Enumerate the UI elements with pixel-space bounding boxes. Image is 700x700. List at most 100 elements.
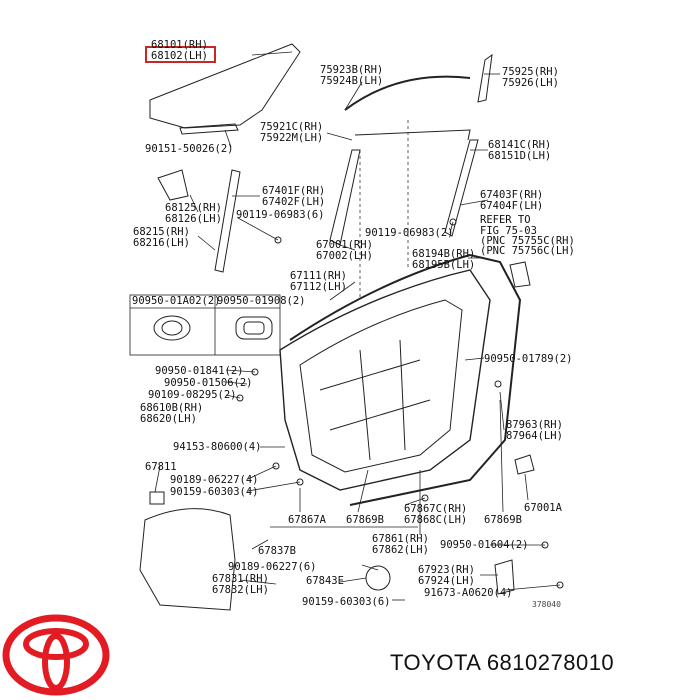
part-label: 68215(RH) [133, 226, 190, 238]
part-label: 90159-60303(4) [170, 486, 259, 498]
part-label: 87964(LH) [506, 430, 563, 442]
part-label: 94153-80600(4) [173, 441, 262, 453]
part-label: 75923B(RH) [320, 64, 383, 76]
part-label: 90950-01506(2) [164, 377, 253, 389]
clip-icon [243, 321, 265, 335]
part-label: 68195B(LH) [412, 259, 475, 271]
toyota-logo [2, 614, 110, 696]
part-label: 90109-08295(2) [148, 389, 237, 401]
refer-note: FIG 75-03 [480, 225, 537, 237]
bolt-icon [236, 394, 244, 402]
part-label: 68151D(LH) [488, 150, 551, 162]
part-label: 67837B [258, 545, 296, 557]
part-label: 67832(LH) [212, 584, 269, 596]
part-label: 67002(LH) [316, 250, 373, 262]
clip-icon [161, 320, 183, 336]
part-label: 90189-06227(4) [170, 474, 259, 486]
part-label: 67403F(RH) [480, 189, 543, 201]
part-label: 67811 [145, 461, 177, 473]
part-label: 68194B(RH) [412, 248, 475, 260]
run-channel-front [344, 75, 471, 111]
part-label: 91673-A0620(4) [424, 587, 513, 599]
brand-part-number: TOYOTA 6810278010 [390, 650, 615, 675]
reference-dashes [359, 120, 409, 300]
part-label: 67924(LH) [418, 575, 475, 587]
part-label: 67862(LH) [372, 544, 429, 556]
part-label: 90950-01604(2) [440, 539, 529, 551]
part-label: 90119-06983(6) [236, 209, 325, 221]
part-label-highlighted: 68102(LH) [151, 50, 208, 62]
bolt-icon [274, 236, 282, 244]
part-label: 67112(LH) [290, 281, 347, 293]
part-label: 67401F(RH) [262, 185, 325, 197]
part-label: 75922M(LH) [260, 132, 323, 144]
bolt-icon [272, 462, 280, 470]
bracket-part [509, 261, 531, 288]
part-label: 90119-06983(2) [365, 227, 454, 239]
part-label: 68620(LH) [140, 413, 197, 425]
glass-lower-channel [179, 123, 239, 135]
door-panel-inner [299, 299, 463, 473]
figure-number: 378040 [532, 600, 561, 609]
part-label: 67111(RH) [290, 270, 347, 282]
part-label: 75926(LH) [502, 77, 559, 89]
part-label: 68126(LH) [165, 213, 222, 225]
clip-table-header: 90950-01A02(2) [132, 295, 221, 307]
part-label: 90159-60303(6) [302, 596, 391, 608]
refer-note: REFER TO [480, 214, 531, 226]
part-label: 90950-01841(2) [155, 365, 244, 377]
part-label: 68125(RH) [165, 202, 222, 214]
part-label: 68101(RH) [151, 39, 208, 51]
refer-note: (PNC 75756C(LH) [480, 245, 575, 257]
callout-labels: 68101(RH) 68102(LH) 75923B(RH) 75924B(LH… [132, 39, 575, 609]
parts-sketch [139, 43, 564, 611]
bolt-icon [296, 478, 304, 486]
bolt-icon [494, 380, 502, 388]
front-frame-moulding [214, 169, 241, 273]
run-channel-rear [477, 53, 493, 103]
part-label: 68141C(RH) [488, 139, 551, 151]
upper-frame-moulding [329, 149, 361, 246]
part-label: 67868C(LH) [404, 514, 467, 526]
part-label: 68610B(RH) [140, 402, 203, 414]
part-label: 87963(RH) [506, 419, 563, 431]
part-label: 67001A [524, 502, 563, 514]
hinge-part [494, 559, 515, 595]
clip-table [129, 294, 281, 356]
part-label: 67402F(LH) [262, 196, 325, 208]
part-label: 90151-50026(2) [145, 143, 234, 155]
part-label: 67001(RH) [316, 239, 373, 251]
highlight-box [145, 46, 216, 63]
bolt-icon [449, 218, 457, 226]
part-label: 67867A [288, 514, 327, 526]
part-label: 67831(RH) [212, 573, 269, 585]
leader-lines [154, 51, 561, 601]
clip-table-header: 90950-01908(2) [217, 295, 306, 307]
part-label: 67843E [306, 575, 344, 587]
part-label: 75921C(RH) [260, 121, 323, 133]
bolt-icon [421, 494, 429, 502]
part-label: 75924B(LH) [320, 75, 383, 87]
part-label: 67861(RH) [372, 533, 429, 545]
corner-glass [157, 169, 189, 201]
part-label: 67923(RH) [418, 564, 475, 576]
clip-icon [153, 315, 191, 341]
outer-frame-belt [354, 129, 471, 141]
clip-icon [235, 316, 273, 340]
rear-frame-moulding [444, 139, 479, 237]
part-label: 67869B [484, 514, 522, 526]
part-label: 67867C(RH) [404, 503, 467, 515]
part-label: 90189-06227(6) [228, 561, 317, 573]
part-label: 67404F(LH) [480, 200, 543, 212]
weatherstrip [289, 253, 522, 506]
part-label: 68216(LH) [133, 237, 190, 249]
door-glass-shape [149, 43, 301, 129]
regulator-sketch [319, 339, 431, 461]
door-trim [139, 508, 236, 611]
clip-part [149, 491, 165, 505]
part-label: 75925(RH) [502, 66, 559, 78]
door-panel-outline [279, 269, 491, 491]
part-label: 90950-01789(2) [484, 353, 573, 365]
stopper-part [514, 454, 535, 475]
